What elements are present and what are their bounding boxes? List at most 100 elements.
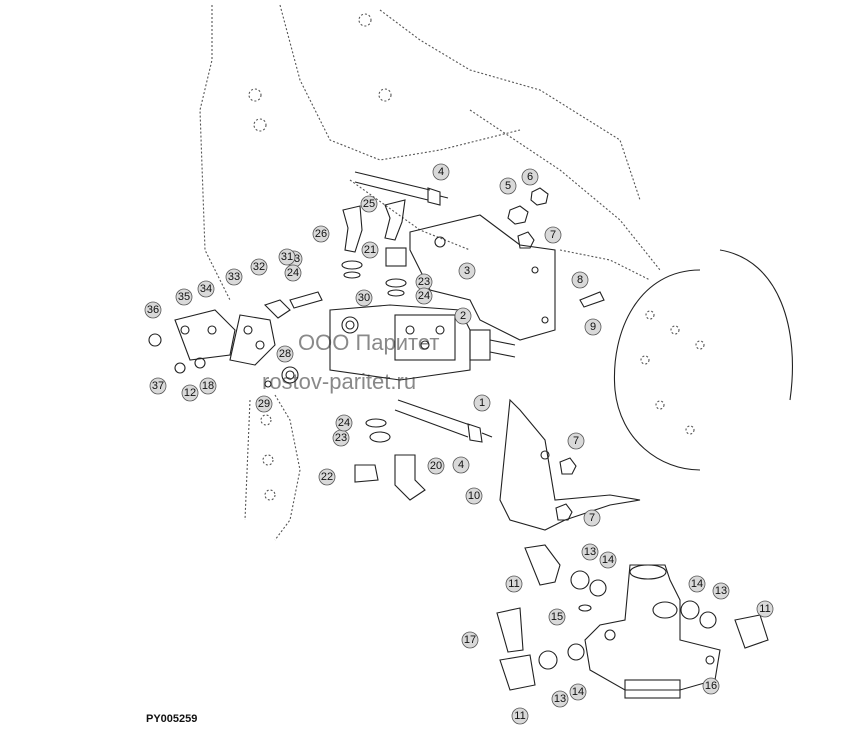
callout-bubble	[454, 307, 472, 325]
callout-bubble	[505, 575, 523, 593]
nut-6	[530, 187, 549, 206]
callout-13: 13	[712, 582, 730, 600]
callout-number: 28	[279, 348, 291, 360]
callout-number: 24	[418, 290, 430, 302]
callout-number: 34	[200, 283, 212, 295]
callout-24: 24	[284, 264, 302, 282]
callout-35: 35	[175, 288, 193, 306]
callout-4: 4	[432, 163, 450, 181]
callout-bubble	[355, 289, 373, 307]
elbow-fitting-11	[524, 544, 561, 586]
callout-number: 37	[152, 380, 164, 392]
callout-4: 4	[452, 456, 470, 474]
callout-number: 26	[315, 228, 327, 240]
callout-number: 11	[514, 710, 525, 722]
callout-13: 13	[581, 543, 599, 561]
frame-linework	[148, 4, 793, 699]
callout-bubble	[599, 551, 617, 569]
callout-bubble	[415, 287, 433, 305]
bolt-upper	[354, 171, 449, 206]
callout-number: 23	[418, 276, 430, 288]
callout-25: 25	[360, 195, 378, 213]
watermark-website: rostov-paritet.ru	[262, 369, 417, 394]
callout-bubble	[461, 631, 479, 649]
callout-1: 1	[473, 394, 491, 412]
callout-number: 14	[602, 554, 614, 566]
callout-bubble	[756, 600, 774, 618]
callout-bubble	[361, 241, 379, 259]
callout-bubble	[583, 509, 601, 527]
callout-24: 24	[335, 414, 353, 432]
callout-bubble	[551, 690, 569, 708]
callout-number: 11	[508, 578, 519, 590]
callout-bubble	[473, 394, 491, 412]
callout-bubble	[432, 163, 450, 181]
callout-number: 14	[691, 578, 703, 590]
callout-number: 5	[505, 180, 511, 192]
fitting-21	[385, 247, 407, 267]
elbow-fitting-20	[394, 454, 426, 501]
callout-bubble	[548, 608, 566, 626]
washer	[365, 418, 387, 428]
callout-number: 4	[458, 459, 464, 471]
callout-28: 28	[276, 345, 294, 363]
callout-bubble	[197, 280, 215, 298]
callout-number: 8	[577, 274, 583, 286]
callout-7: 7	[567, 432, 585, 450]
callout-bubble	[584, 318, 602, 336]
callout-bubble	[499, 177, 517, 195]
callout-bubble	[278, 248, 296, 266]
nut-7	[555, 503, 573, 521]
callout-26: 26	[312, 225, 330, 243]
callout-bubble	[284, 264, 302, 282]
callout-7: 7	[544, 226, 562, 244]
callout-number: 29	[258, 398, 270, 410]
callout-number: 4	[438, 166, 444, 178]
callout-23: 23	[415, 273, 433, 291]
callout-number: 7	[573, 435, 579, 447]
callout-34: 34	[197, 280, 215, 298]
callout-14: 14	[688, 575, 706, 593]
callout-group: 1234456777891011111112131313141414151617…	[144, 163, 774, 725]
linkage-plate	[174, 309, 236, 361]
callout-bubble	[181, 384, 199, 402]
callout-5: 5	[499, 177, 517, 195]
callout-14: 14	[599, 551, 617, 569]
callout-bubble	[312, 225, 330, 243]
bolt-lower	[394, 399, 493, 443]
callout-number: 1	[479, 397, 485, 409]
callout-15: 15	[548, 608, 566, 626]
fitting-32	[263, 299, 291, 319]
callout-12: 12	[181, 384, 199, 402]
callout-13: 13	[551, 690, 569, 708]
callout-20: 20	[427, 457, 445, 475]
washer	[385, 278, 407, 288]
callout-bubble	[511, 707, 529, 725]
callout-number: 30	[358, 292, 370, 304]
callout-bubble	[544, 226, 562, 244]
callout-bubble	[225, 268, 243, 286]
callout-bubble	[571, 271, 589, 289]
callout-2: 2	[454, 307, 472, 325]
washer	[369, 431, 391, 443]
callout-bubble	[255, 395, 273, 413]
linkage-arm	[229, 314, 276, 366]
nut-7	[559, 457, 577, 475]
nut-7	[517, 231, 535, 249]
callout-number: 11	[759, 603, 770, 615]
elbow-fitting-11	[499, 654, 536, 691]
callout-bubble	[521, 168, 539, 186]
callout-7: 7	[583, 509, 601, 527]
callout-36: 36	[144, 301, 162, 319]
reference-code: PY005259	[146, 713, 198, 725]
callout-22: 22	[318, 468, 336, 486]
callout-number: 16	[705, 680, 717, 692]
fitting-31	[289, 291, 323, 309]
callout-number: 14	[572, 686, 584, 698]
callout-30: 30	[355, 289, 373, 307]
callout-bubble	[360, 195, 378, 213]
callout-number: 33	[228, 271, 240, 283]
callout-number: 24	[338, 417, 350, 429]
callout-number: 20	[430, 460, 442, 472]
